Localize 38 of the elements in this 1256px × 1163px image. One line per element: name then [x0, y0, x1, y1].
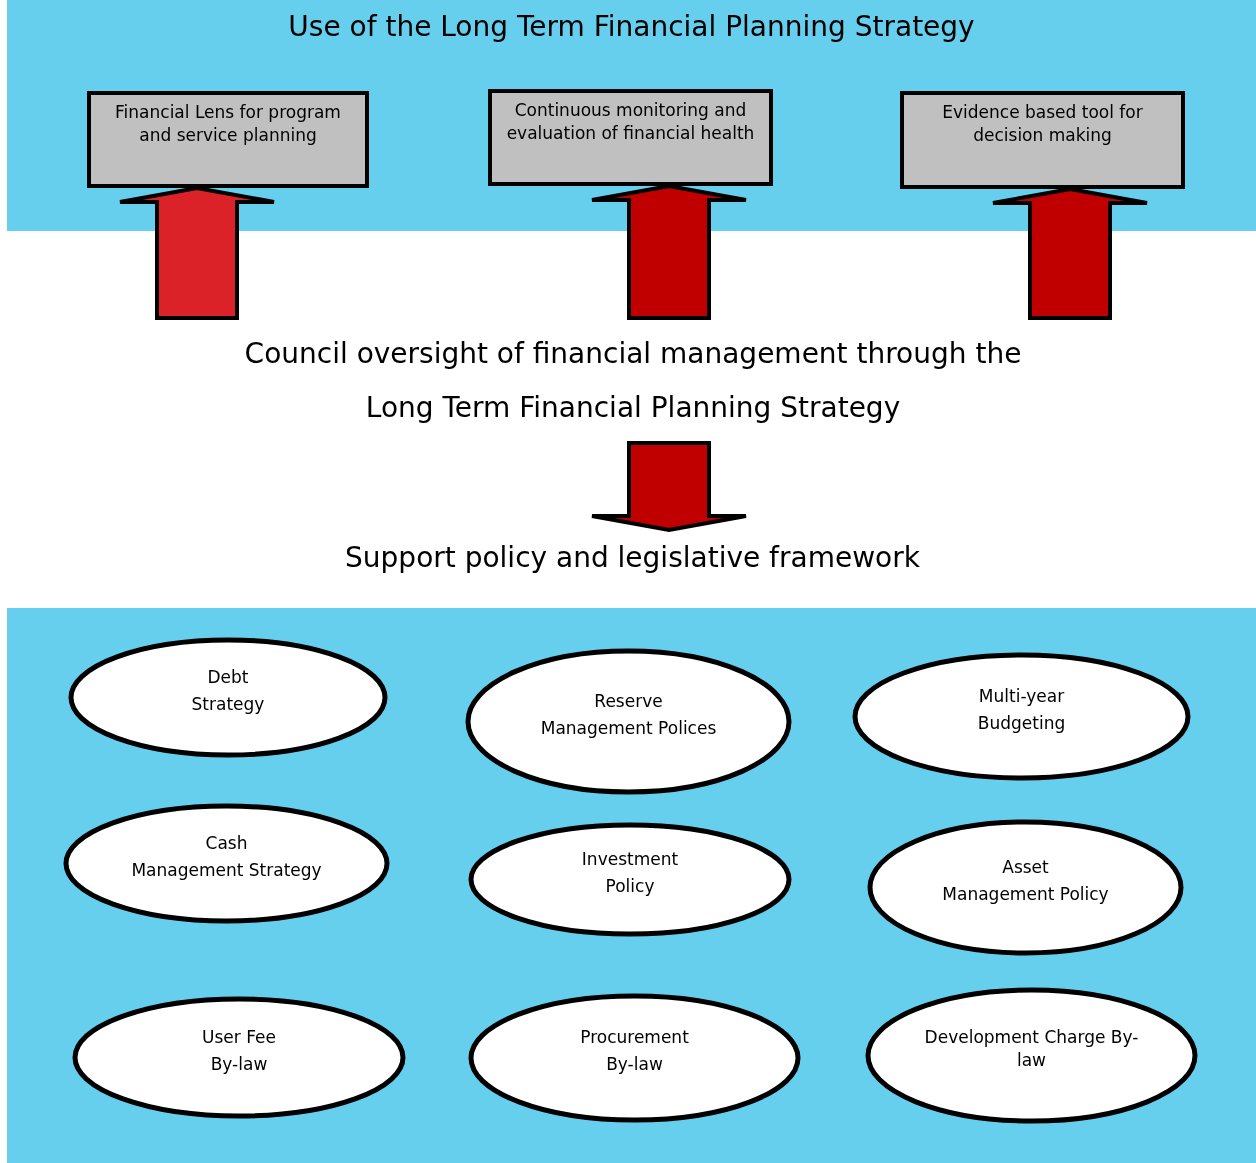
- policy-ellipse: [63, 803, 390, 924]
- policy-label: Cash: [205, 831, 248, 855]
- panel-band: [7, 0, 1256, 231]
- block-arrow: [590, 183, 748, 320]
- policy-ellipse: [72, 996, 406, 1119]
- policy-ellipse: [867, 819, 1184, 956]
- policy-ellipse: [468, 822, 792, 937]
- policy-label: Budgeting: [977, 711, 1066, 735]
- policy-label: Development Charge By-law: [924, 1025, 1139, 1072]
- policy-label: By-law: [210, 1052, 268, 1076]
- policy-ellipse: [68, 637, 388, 758]
- policy-ellipse: [865, 987, 1198, 1124]
- policy-ellipse: [465, 648, 792, 795]
- policy-label: User Fee: [202, 1025, 276, 1049]
- policy-ellipse: [852, 652, 1191, 781]
- policy-label: Procurement: [580, 1026, 689, 1049]
- policy-label: By-law: [606, 1053, 663, 1076]
- heading-text: Support policy and legislative framework: [345, 539, 920, 576]
- policy-label: Reserve: [594, 689, 663, 713]
- process-box: Financial Lens for program and service planning: [87, 91, 369, 188]
- block-arrow: [118, 185, 276, 320]
- policy-label: Investment: [581, 847, 679, 871]
- process-box: Continuous monitoring and evaluation of financial health: [488, 89, 773, 186]
- policy-label: Management Strategy: [131, 858, 322, 882]
- policy-ellipse: [468, 993, 801, 1123]
- heading-text: Council oversight of financial management through the Long Term Financial Planning Strategy: [243, 335, 1023, 426]
- policy-label: Management Policy: [942, 882, 1109, 906]
- policy-label: Policy: [605, 874, 655, 898]
- panel-title: Use of the Long Term Financial Planning Strategy: [287, 10, 976, 43]
- policy-label: Multi-year: [978, 684, 1065, 708]
- policy-label: Strategy: [191, 692, 265, 716]
- policy-label: Asset: [1002, 855, 1049, 879]
- block-arrow: [590, 441, 748, 533]
- process-box: Evidence based tool for decision making: [900, 91, 1185, 189]
- panel-band: [7, 608, 1256, 1163]
- block-arrow: [991, 186, 1149, 320]
- policy-label: Debt: [207, 665, 249, 689]
- policy-label: Management Polices: [540, 716, 717, 740]
